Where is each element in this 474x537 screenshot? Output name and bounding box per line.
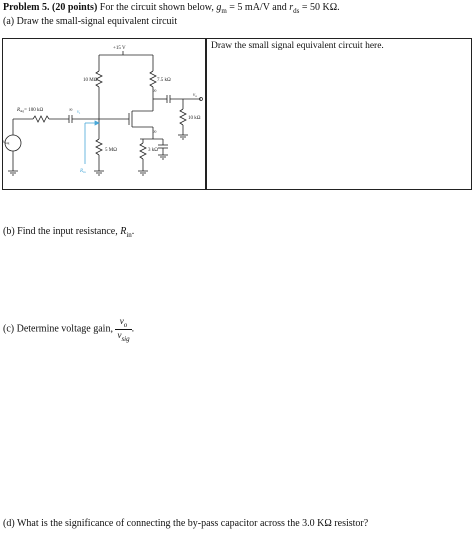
r2-resistor: [95, 138, 103, 156]
gm-symbol: g: [216, 2, 222, 13]
rds-subscript: ds: [293, 7, 300, 15]
rsig-resistor: [32, 115, 50, 123]
r2-label: 5 MΩ: [105, 148, 117, 153]
input-cap-infinity: ∞: [69, 108, 73, 113]
rds-symbol: r: [289, 2, 294, 13]
part-a-question: (a) Draw the small-signal equivalent cir…: [3, 16, 178, 27]
part-c-text: (c) Determine voltage gain,: [3, 323, 113, 335]
part-b-question: (b) Find the input resistance, Rin.: [3, 226, 135, 239]
problem-header: Problem 5. (20 points) For the circuit s…: [3, 2, 340, 15]
circuit-figure-box: +15 V 10 MΩ 7.5 kΩ ∞ Rsig= 100 kΩ ∞ vi 1…: [2, 38, 206, 190]
rs-label: 3 kΩ: [148, 148, 158, 153]
problem-intro: For the circuit shown below,: [99, 2, 214, 13]
gain-fraction: vo vsig: [115, 316, 132, 343]
gain-denominator: vsig: [117, 329, 130, 343]
vdd-label: +15 V: [113, 46, 126, 51]
vo-label: vo: [193, 93, 197, 98]
rin-symbol: R: [120, 226, 127, 237]
problem-number: Problem 5.: [3, 2, 50, 13]
part-b-text: (b) Find the input resistance,: [3, 226, 118, 237]
rin-subscript: in: [126, 231, 132, 239]
r1-resistor: [95, 70, 103, 88]
rl-resistor: [179, 108, 187, 126]
source-cap-infinity: ∞: [153, 130, 157, 135]
rs-resistor: [139, 142, 147, 160]
vi-label: vi: [77, 110, 80, 115]
rd-label: 7.5 kΩ: [157, 78, 171, 83]
answer-box-label: Draw the small signal equivalent circuit…: [211, 41, 384, 51]
rl-label: 10 kΩ: [188, 116, 201, 121]
rin-label: Rin: [79, 169, 86, 174]
circuit-diagram: +15 V 10 MΩ 7.5 kΩ ∞ Rsig= 100 kΩ ∞ vi 1…: [3, 46, 203, 176]
rd-resistor: [149, 70, 157, 88]
vsig-label: vsig: [3, 140, 10, 145]
problem-points: (20 points): [51, 2, 98, 13]
rsig-label: Rsig= 100 kΩ: [16, 108, 43, 113]
r1-label: 10 MΩ: [83, 78, 98, 83]
answer-box-part-a[interactable]: Draw the small signal equivalent circuit…: [206, 38, 472, 190]
part-d-question: (d) What is the significance of connecti…: [3, 518, 369, 529]
gm-value: = 5 mA/V and: [229, 2, 287, 13]
gm-subscript: m: [221, 7, 227, 15]
part-c-question: (c) Determine voltage gain, vo vsig .: [3, 316, 135, 343]
drain-cap-infinity: ∞: [153, 89, 157, 94]
gain-numerator: vo: [115, 316, 132, 330]
rds-value: = 50 KΩ.: [301, 2, 340, 13]
